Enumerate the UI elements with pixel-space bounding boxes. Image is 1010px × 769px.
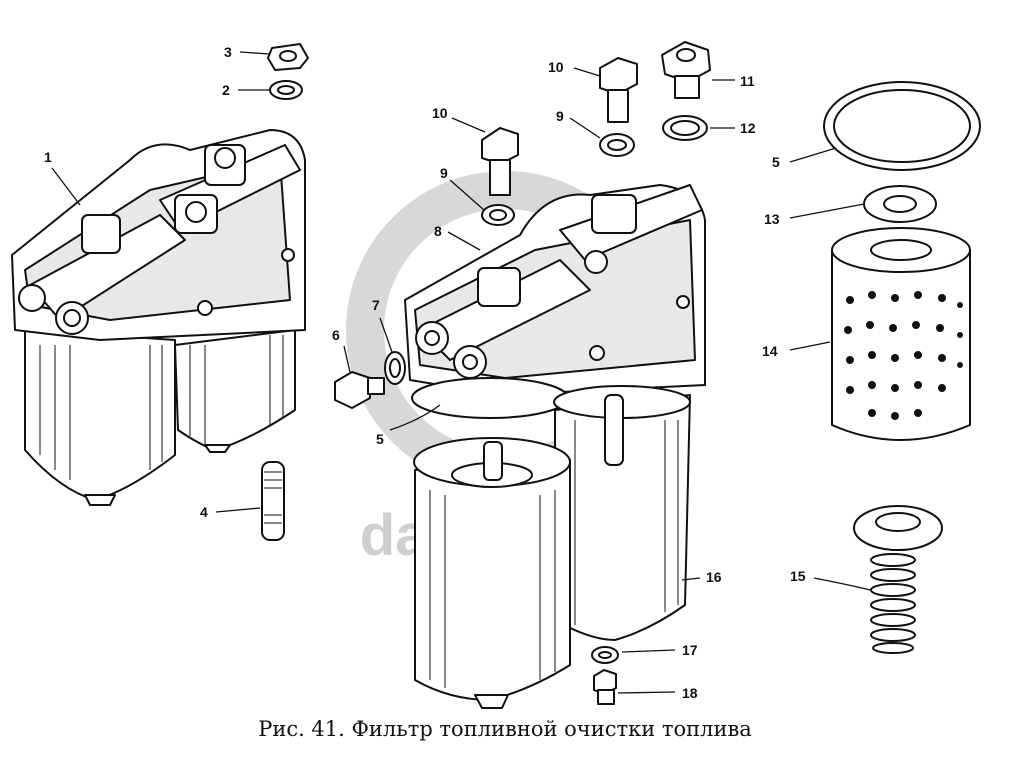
head-boss-hole-top	[214, 147, 236, 169]
mount-hole-2	[281, 248, 295, 262]
nut-hole	[279, 50, 297, 62]
stud	[261, 461, 285, 541]
callout-14: 14	[762, 343, 778, 359]
stud-body	[261, 461, 285, 541]
callout-2: 2	[222, 82, 230, 98]
filter-element-group	[823, 81, 981, 654]
callout-10-left: 10	[432, 105, 448, 121]
drain-plug-head	[593, 669, 617, 695]
bolt-right-shank	[607, 89, 629, 123]
mount-hole-1	[197, 300, 213, 316]
fitting-thread	[674, 75, 700, 99]
callout-16: 16	[706, 569, 722, 585]
element-perforations	[844, 291, 963, 420]
head-port-2-inner	[462, 354, 478, 370]
lock-washer-hole	[277, 85, 295, 95]
leader-lines	[51, 51, 871, 694]
bolt-right-head	[599, 57, 638, 95]
filter-bowls	[413, 385, 691, 709]
left-bowl-drain	[84, 494, 116, 506]
washer-and-plug	[591, 646, 619, 705]
head-boss-a	[477, 267, 521, 307]
callout-5-middle: 5	[376, 431, 384, 447]
head-boss-c	[584, 250, 608, 274]
element-seal-hole	[883, 195, 917, 213]
washer-right-hole	[607, 139, 627, 151]
callout-3: 3	[224, 44, 232, 60]
head-mount-hole-1	[589, 345, 605, 361]
callout-18: 18	[682, 685, 698, 701]
head-nut-left	[18, 284, 46, 312]
filter-element	[831, 249, 971, 441]
large-gasket-inner	[833, 89, 971, 163]
callout-1: 1	[44, 149, 52, 165]
head-boss-b	[591, 194, 637, 234]
callout-9-left: 9	[440, 165, 448, 181]
callout-labels: 1 2 3 4 5 5 6 7 8 9 9 10 10 11 12 13 14 …	[44, 44, 806, 701]
callout-9-right: 9	[556, 108, 564, 124]
bolt-left-shank	[489, 159, 511, 196]
callout-13: 13	[764, 211, 780, 227]
callout-17: 17	[682, 642, 698, 658]
fitting-hole	[676, 48, 696, 62]
drain-bolt-and-ring	[334, 351, 406, 409]
spring	[870, 553, 916, 654]
bowl-front	[414, 459, 571, 701]
bolt-right	[599, 57, 638, 157]
callout-10-right: 10	[548, 59, 564, 75]
bowl-front-rod	[483, 441, 503, 481]
plug-washer-hole	[598, 651, 612, 659]
callout-4: 4	[200, 504, 208, 520]
assembled-filter	[11, 129, 306, 506]
drain-ring-hole	[389, 358, 401, 378]
head-boss-1	[81, 214, 121, 254]
spring-seat-hole	[875, 512, 921, 532]
head-port-1-inner	[424, 330, 440, 346]
nut-and-washer	[267, 43, 309, 100]
callout-15: 15	[790, 568, 806, 584]
sealing-ring-hole	[670, 120, 700, 136]
drain-bolt-head	[334, 371, 371, 409]
callout-7: 7	[372, 297, 380, 313]
figure-caption: Рис. 41. Фильтр топливной очистки топлив…	[258, 717, 752, 741]
drain-plug-thread	[597, 689, 615, 705]
filter-head	[404, 184, 706, 396]
left-bowl-rear	[174, 329, 296, 451]
bolt-left-head	[481, 127, 519, 165]
callout-6: 6	[332, 327, 340, 343]
rear-bowl-drain	[204, 444, 231, 453]
bolt-left	[481, 127, 519, 226]
bowl-gasket	[411, 377, 569, 419]
callout-11: 11	[740, 73, 755, 89]
bowl-rear-rod	[604, 394, 624, 466]
fitting-and-ring	[661, 41, 711, 141]
drain-bolt-shank	[367, 377, 385, 395]
head-mount-hole-2	[676, 295, 690, 309]
bowl-rear	[554, 394, 691, 641]
bowl-front-drain	[474, 694, 509, 709]
callout-12: 12	[740, 120, 756, 136]
head-boss-hole	[185, 201, 207, 223]
washer-left-hole	[489, 209, 507, 221]
left-bowl-front	[24, 329, 176, 501]
pipe-port-inner	[63, 309, 81, 327]
callout-5-right: 5	[772, 154, 780, 170]
filter-element-cap	[870, 239, 932, 261]
callout-8: 8	[434, 223, 442, 239]
